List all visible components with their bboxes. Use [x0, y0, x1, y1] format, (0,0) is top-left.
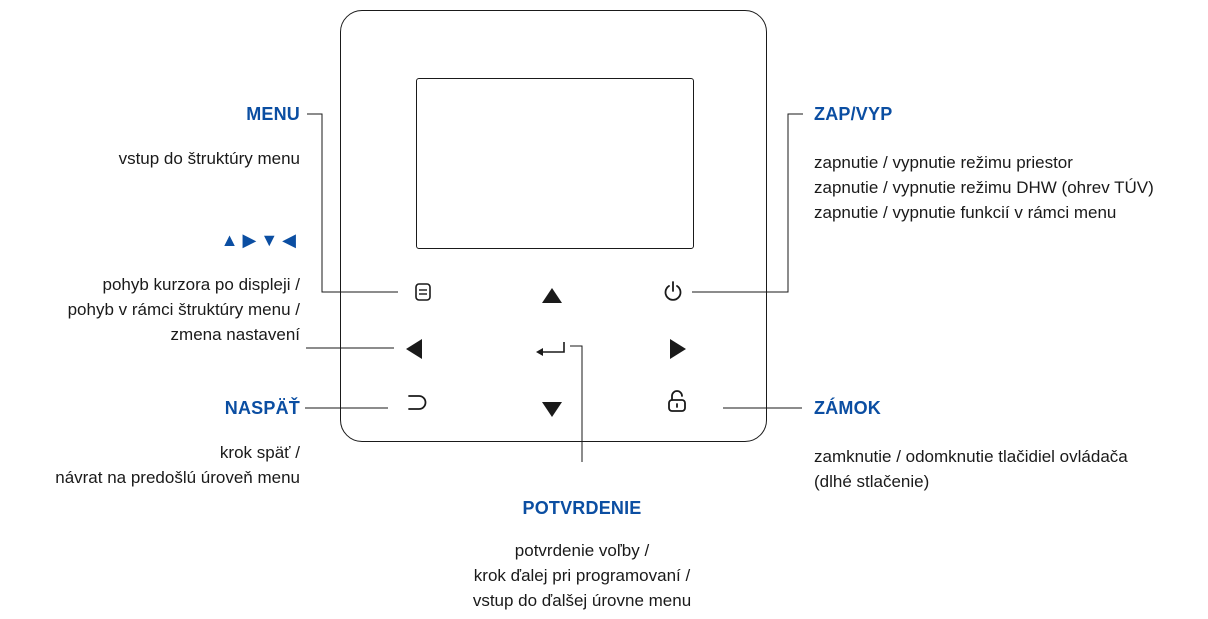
arrows-description: pohyb kurzora po displeji / pohyb v rámc… [0, 272, 300, 347]
power-heading: ZAP/VYP [814, 104, 893, 124]
back-description: krok späť / návrat na predošlú úroveň me… [0, 440, 300, 490]
back-icon[interactable] [406, 392, 430, 414]
controller-panel [340, 10, 767, 442]
lock-description: zamknutie / odomknutie tlačidiel ovládač… [814, 444, 1128, 494]
confirm-description-line: krok ďalej pri programovaní / [473, 566, 691, 585]
confirm-heading: POTVRDENIE [522, 498, 642, 518]
menu-description: vstup do štruktúry menu [0, 146, 300, 171]
lock-description-line: (dlhé stlačenie) [814, 472, 930, 491]
menu-leader-line [307, 113, 398, 293]
menu-icon[interactable] [414, 282, 434, 302]
arrows-heading: ▲▶▼◀ [220, 230, 300, 250]
lock-description-line: zamknutie / odomknutie tlačidiel ovládač… [814, 447, 1128, 466]
arrows-description-line: zmena nastavení [170, 325, 300, 344]
left-arrow-icon[interactable] [404, 337, 424, 361]
up-arrow-icon[interactable] [540, 286, 564, 306]
arrows-description-line: pohyb v rámci štruktúry menu / [67, 300, 300, 319]
back-description-line: návrat na predošlú úroveň menu [55, 468, 300, 487]
menu-description-line: vstup do štruktúry menu [118, 149, 300, 168]
unlock-icon[interactable] [666, 390, 690, 414]
menu-heading: MENU [246, 104, 300, 124]
confirm-description-line: vstup do ďalšej úrovne menu [472, 591, 692, 610]
power-icon[interactable] [662, 280, 684, 302]
confirm-leader-line [570, 345, 583, 462]
arrows-description-line: pohyb kurzora po displeji / [102, 275, 300, 294]
confirm-description-line: potvrdenie voľby / [514, 541, 650, 560]
power-description-line: zapnutie / vypnutie režimu DHW (ohrev TÚ… [814, 178, 1154, 197]
power-description-line: zapnutie / vypnutie režimu priestor [814, 153, 1073, 172]
power-leader-line [692, 113, 803, 293]
power-description: zapnutie / vypnutie režimu priestor zapn… [814, 150, 1154, 225]
right-arrow-icon[interactable] [668, 337, 688, 361]
power-description-line: zapnutie / vypnutie funkcií v rámci menu [814, 203, 1117, 222]
down-arrow-icon[interactable] [540, 400, 564, 420]
lock-heading: ZÁMOK [814, 398, 881, 418]
confirm-description: potvrdenie voľby / krok ďalej pri progra… [432, 538, 732, 613]
display-screen [416, 78, 694, 249]
back-description-line: krok späť / [219, 443, 300, 462]
enter-icon[interactable] [534, 340, 570, 360]
back-heading: NASPÄŤ [224, 398, 300, 418]
